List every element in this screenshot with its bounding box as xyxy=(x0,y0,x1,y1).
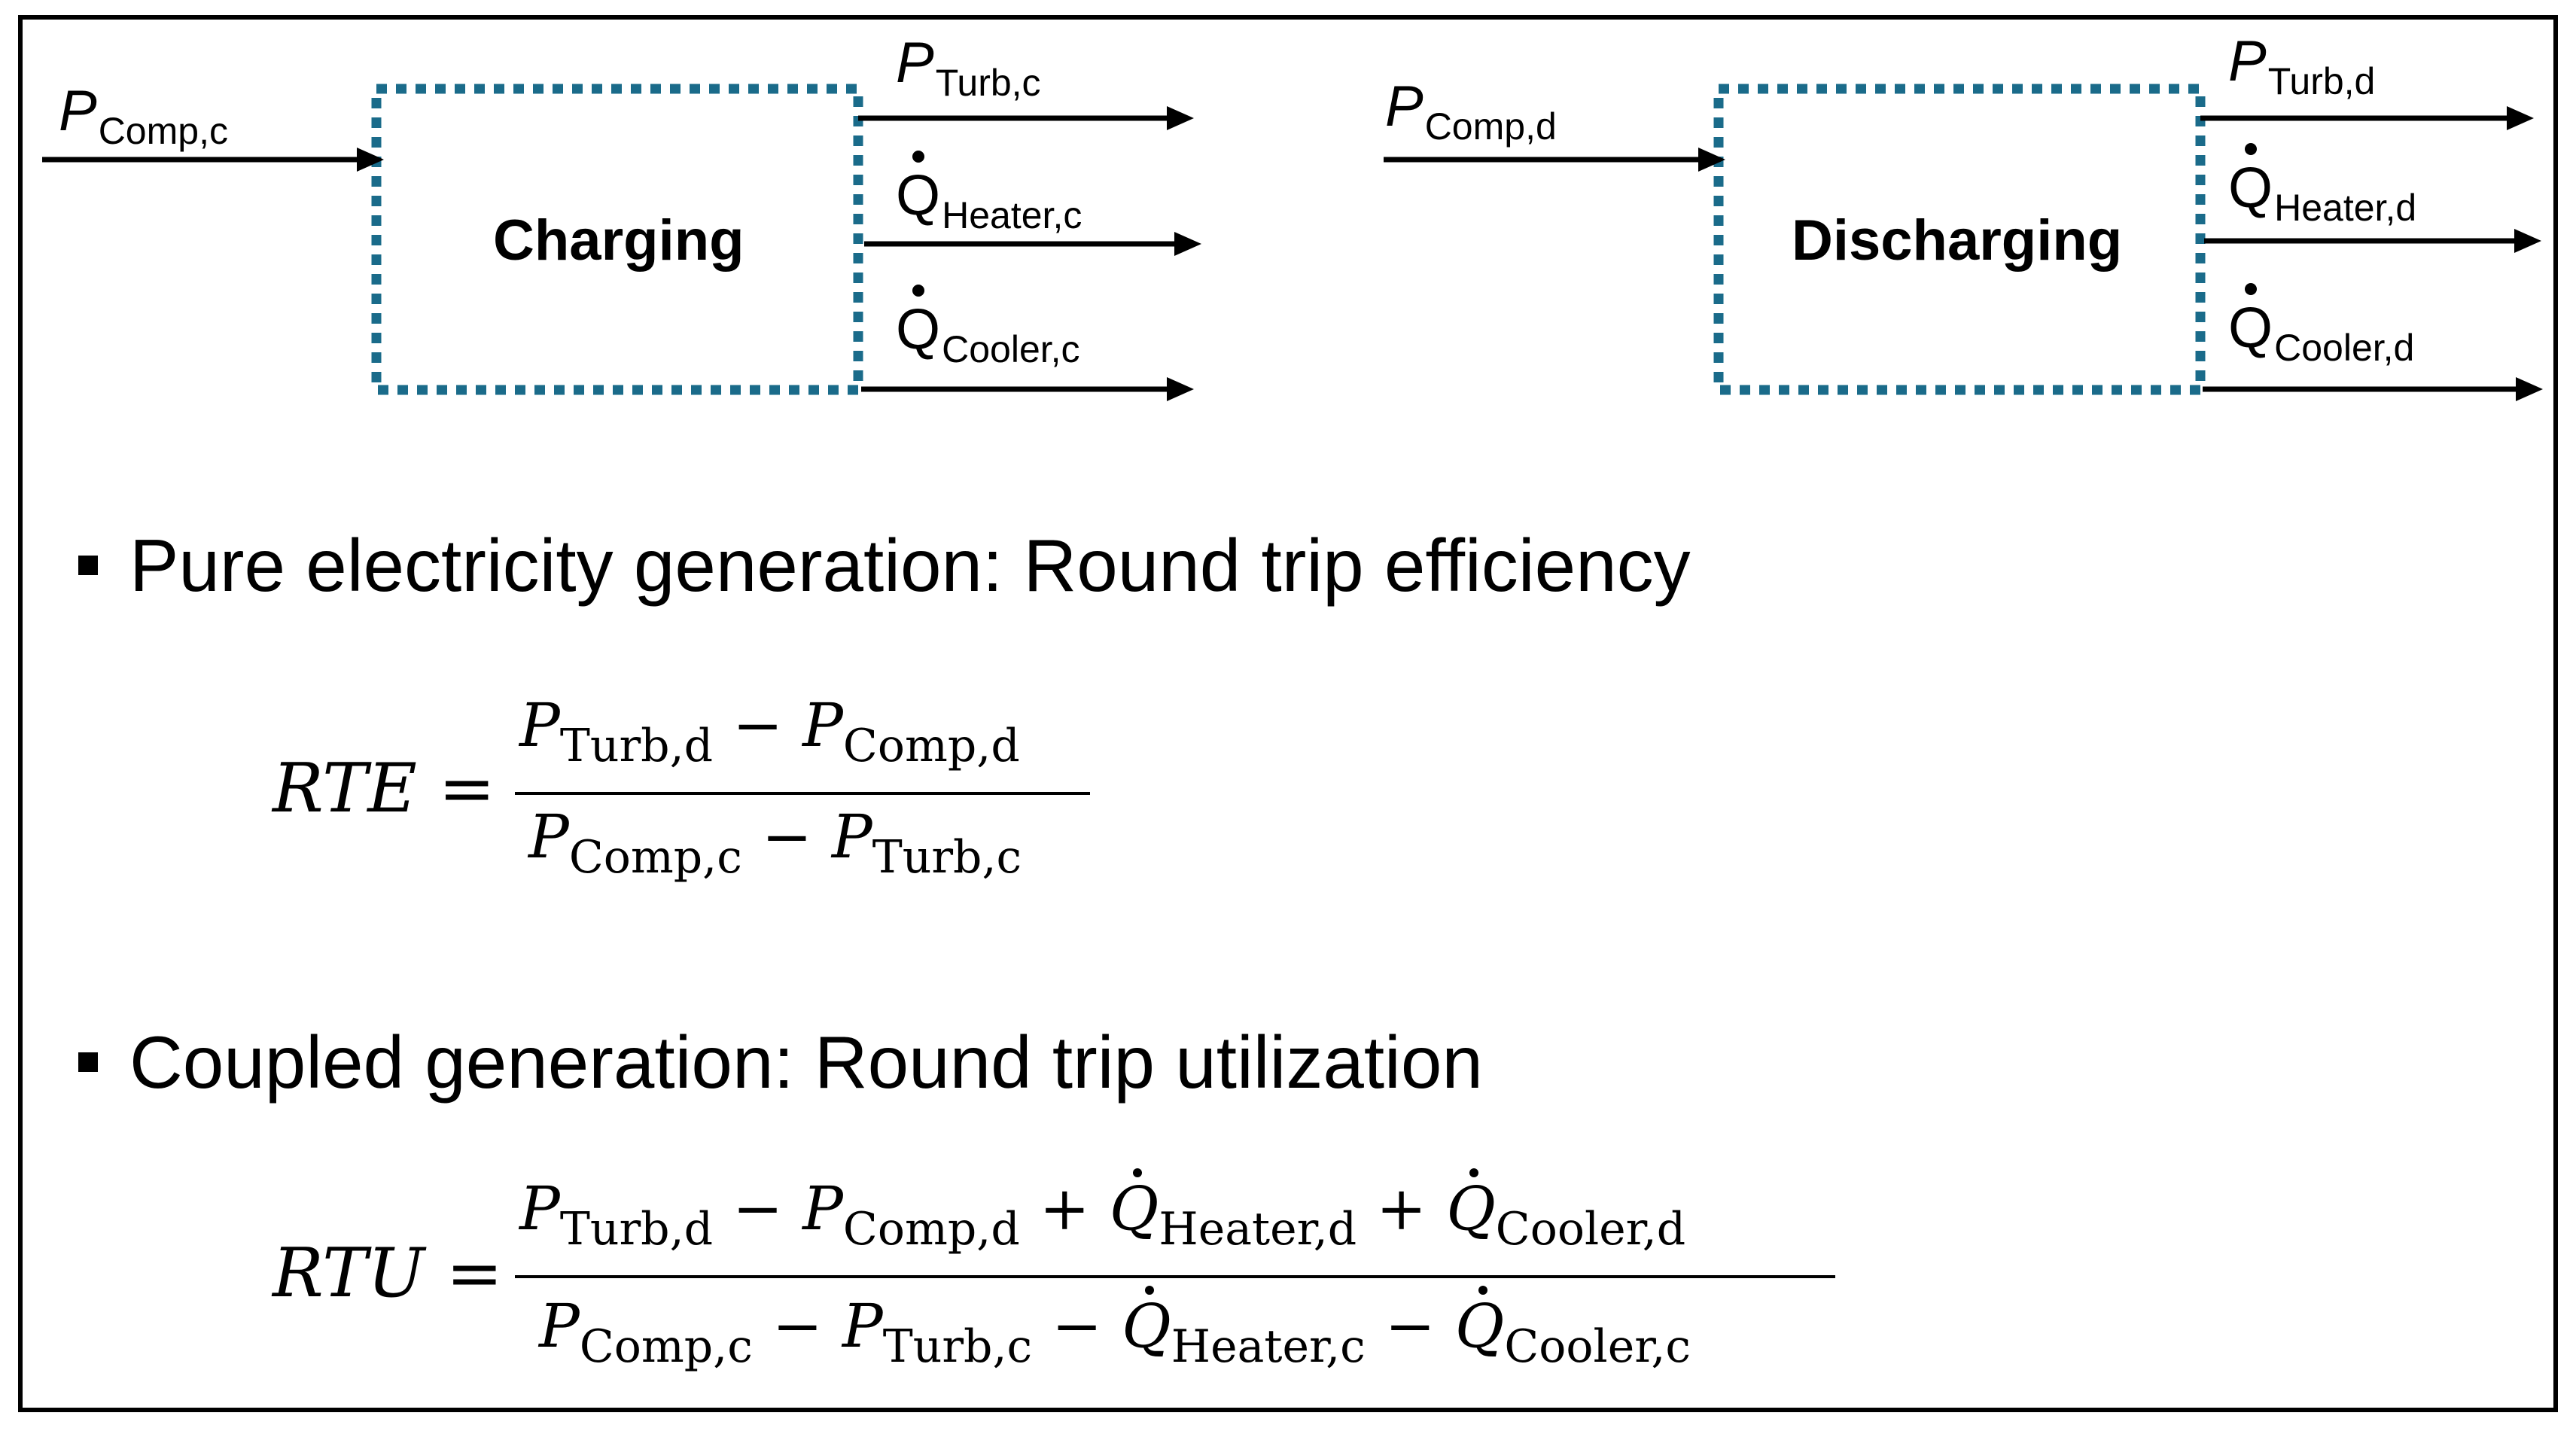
operator: − xyxy=(761,802,812,872)
term-symbol: P xyxy=(842,1291,883,1361)
label-sub: Cooler,d xyxy=(2274,327,2415,369)
label-sym: Q xyxy=(2228,143,2273,220)
term-symbol: P xyxy=(802,690,843,760)
equation-numerator: PTurb,d−PComp,d xyxy=(519,696,1020,769)
term-symbol: Q xyxy=(1122,1286,1171,1361)
slide-frame xyxy=(18,15,2558,1412)
label-sym: Q xyxy=(896,151,941,227)
label-p-turb-c: PTurb,c xyxy=(896,35,1041,102)
term-subscript: Comp,d xyxy=(842,720,1020,772)
operator: − xyxy=(732,690,784,760)
arrowhead-turb-c xyxy=(1167,106,1194,130)
term-subscript: Comp,d xyxy=(842,1203,1020,1256)
label-sym: Q xyxy=(896,285,941,361)
discharging-box xyxy=(1713,84,2206,395)
charging-box xyxy=(371,84,863,395)
term-subscript: Heater,d xyxy=(1159,1203,1357,1256)
operator: + xyxy=(1376,1174,1427,1244)
operator: − xyxy=(772,1291,823,1361)
term-subscript: Heater,c xyxy=(1171,1320,1366,1373)
arrowhead-cooler-d xyxy=(2516,377,2543,401)
label-sub: Heater,d xyxy=(2274,187,2417,229)
term-symbol: Q xyxy=(1454,1286,1505,1361)
label-p-comp-d: PComp,d xyxy=(1385,78,1557,146)
label-sub: Turb,c xyxy=(935,62,1041,104)
equation-denominator: PComp,c−PTurb,c−QHeater,c−QCooler,c xyxy=(539,1286,1691,1369)
arrowhead-heater-c xyxy=(1174,232,1201,256)
discharging-label: Discharging xyxy=(1792,209,2123,272)
equation-lhs: RTE = xyxy=(273,749,495,828)
label-sub: Heater,c xyxy=(942,194,1082,236)
equation-numerator: PTurb,d−PComp,d+QHeater,d+QCooler,d xyxy=(519,1168,1685,1252)
label-q-cooler-c: QCooler,c xyxy=(896,285,1080,368)
label-p-comp-c: PComp,c xyxy=(59,83,228,151)
fraction-bar xyxy=(515,1275,1835,1278)
arrowhead-cooler-c xyxy=(1167,377,1194,401)
equation-denominator: PComp,c−PTurb,c xyxy=(528,807,1022,881)
equation-lhs: RTU = xyxy=(273,1234,504,1313)
label-sym: Q xyxy=(2228,283,2273,360)
fraction-bar xyxy=(515,792,1090,795)
operator: + xyxy=(1039,1174,1090,1244)
label-q-heater-d: QHeater,d xyxy=(2228,143,2416,227)
label-sub: Cooler,c xyxy=(942,328,1080,370)
term-symbol: P xyxy=(528,802,569,872)
charging-label: Charging xyxy=(493,209,744,272)
term-subscript: Turb,c xyxy=(872,831,1022,884)
operator: − xyxy=(732,1174,784,1244)
term-subscript: Turb,d xyxy=(559,1203,714,1256)
label-p-turb-d: PTurb,d xyxy=(2228,33,2375,101)
arrowhead-comp-d xyxy=(1698,148,1725,172)
label-sym: P xyxy=(59,79,97,143)
label-sub: Comp,d xyxy=(1424,105,1557,148)
bullet-rtu: Coupled generation: Round trip utilizati… xyxy=(78,1025,1483,1099)
arrowhead-comp-c xyxy=(357,148,384,172)
term-symbol: Q xyxy=(1109,1168,1159,1244)
label-sym: P xyxy=(896,31,934,95)
term-subscript: Turb,c xyxy=(882,1320,1033,1373)
operator: − xyxy=(1052,1291,1103,1361)
bullet-square-icon xyxy=(78,1052,98,1072)
label-q-cooler-d: QCooler,d xyxy=(2228,283,2414,367)
label-sym: P xyxy=(1385,75,1423,139)
term-symbol: P xyxy=(831,802,872,872)
term-symbol: P xyxy=(802,1174,843,1244)
bullet-text: Coupled generation: Round trip utilizati… xyxy=(129,1021,1483,1104)
term-subscript: Turb,d xyxy=(559,720,714,772)
bullet-square-icon xyxy=(78,556,98,575)
term-symbol: Q xyxy=(1446,1168,1496,1244)
arrowhead-heater-d xyxy=(2514,229,2541,253)
term-symbol: P xyxy=(519,1174,560,1244)
arrowhead-turb-d xyxy=(2507,106,2534,130)
bullet-text: Pure electricity generation: Round trip … xyxy=(129,524,1691,607)
label-sym: P xyxy=(2228,29,2267,93)
label-sub: Comp,c xyxy=(98,110,228,152)
operator: − xyxy=(1384,1291,1436,1361)
term-subscript: Cooler,c xyxy=(1504,1320,1691,1373)
label-q-heater-c: QHeater,c xyxy=(896,151,1082,234)
term-symbol: P xyxy=(539,1291,580,1361)
term-symbol: P xyxy=(519,690,560,760)
term-subscript: Comp,c xyxy=(579,1320,753,1373)
term-subscript: Cooler,d xyxy=(1495,1203,1686,1256)
bullet-rte: Pure electricity generation: Round trip … xyxy=(78,528,1691,602)
label-sub: Turb,d xyxy=(2267,60,2376,102)
term-subscript: Comp,c xyxy=(568,831,742,884)
